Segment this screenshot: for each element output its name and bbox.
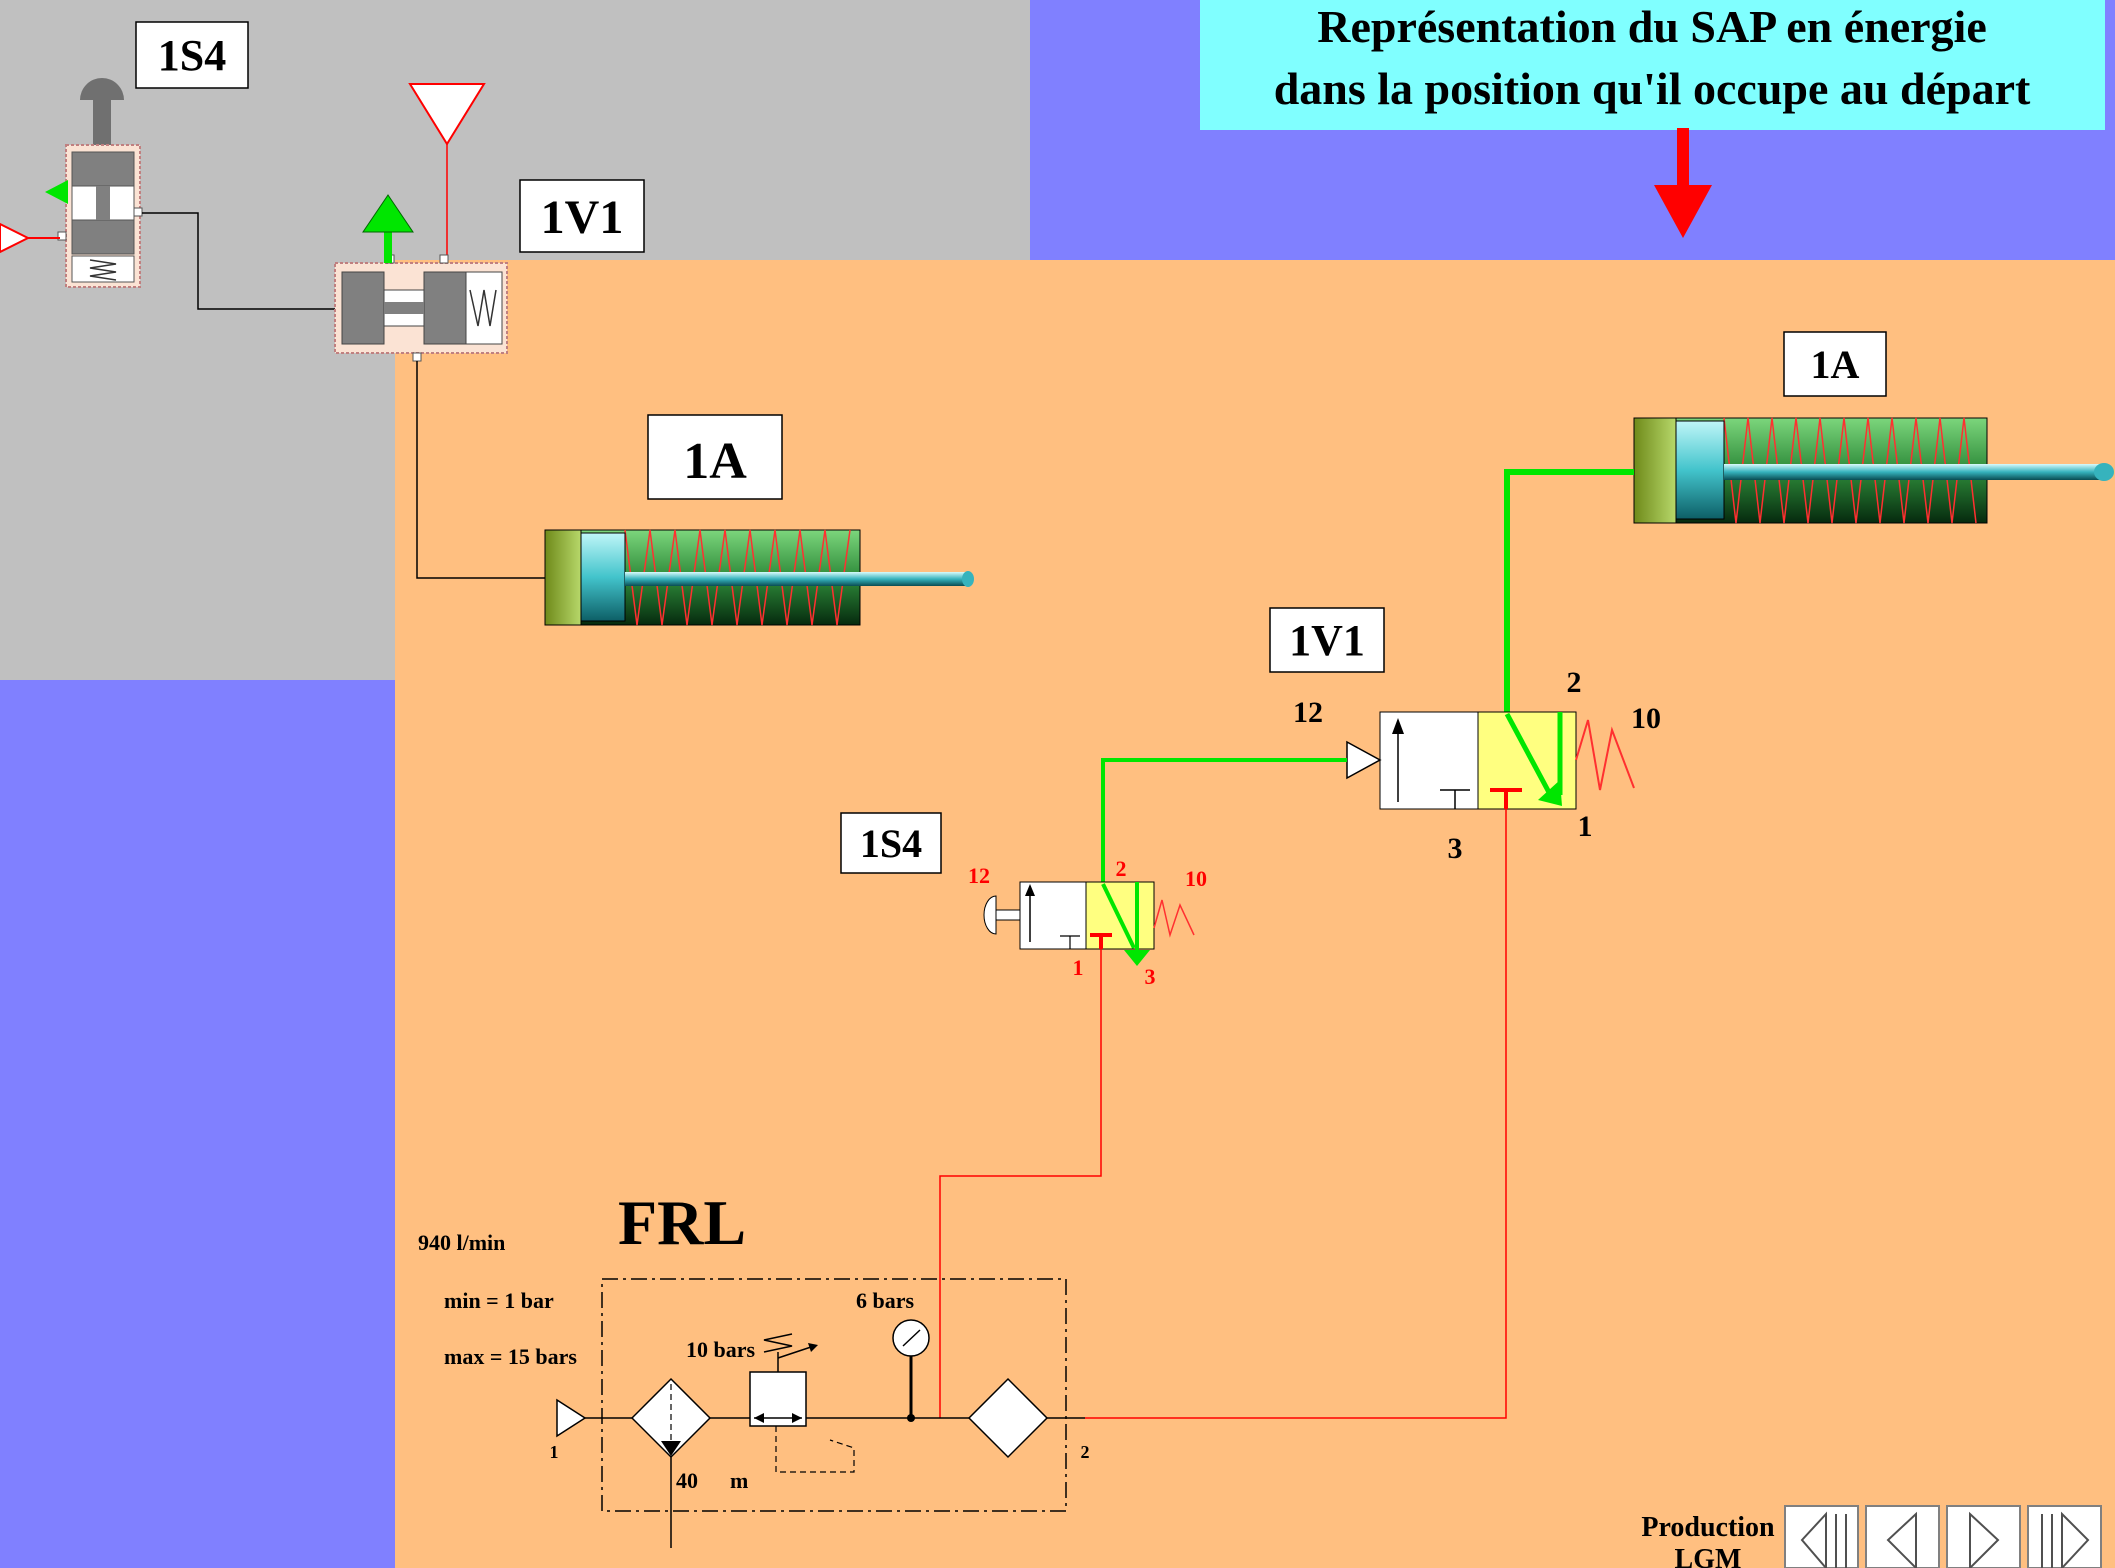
s4-main-valve [983, 881, 1195, 966]
nav-previous-button[interactable] [1865, 1505, 1940, 1568]
nav-next-button[interactable] [1946, 1505, 2021, 1568]
s4-port-10: 10 [1185, 866, 1207, 891]
v1-top-label: 1V1 [541, 191, 624, 244]
s4-top-label: 1S4 [158, 31, 226, 80]
v1-port-2: 2 [1567, 666, 1582, 699]
frl-flow: 940 l/min [418, 1230, 505, 1255]
green-exhaust-arrow-icon [45, 180, 68, 204]
supply-triangle-left-icon [0, 222, 60, 254]
v1-port-3: 3 [1448, 832, 1463, 865]
v1-port-12: 12 [1293, 696, 1323, 729]
s4-main-label-box: 1S4 [840, 812, 942, 874]
line-v1-to-cylinder-left [416, 361, 545, 579]
v1-top-label-box: 1V1 [519, 179, 645, 253]
frl-inlet-triangle-icon [556, 1398, 587, 1438]
a-left-label-box: 1A [647, 414, 783, 500]
push-button-icon [983, 895, 1021, 935]
exhaust-triangle-top-icon [408, 83, 486, 265]
v1-main-label: 1V1 [1289, 616, 1365, 665]
cylinder-left [544, 529, 974, 626]
pilot-line-top [142, 212, 335, 310]
frl-port-out: 2 [1081, 1442, 1090, 1462]
frl-port-in: 1 [550, 1442, 559, 1462]
frl-max: max = 15 bars [444, 1344, 577, 1369]
s4-port-2: 2 [1116, 856, 1127, 881]
s4-port-3: 3 [1145, 964, 1156, 989]
frl-regulator-value: 10 bars [686, 1337, 756, 1362]
v1-port-10: 10 [1631, 702, 1661, 735]
green-up-arrow-icon [362, 194, 414, 263]
frl-filter-unit: m [730, 1468, 748, 1493]
s4-top-valve [45, 78, 143, 288]
last-icon [2041, 1511, 2090, 1568]
previous-icon [1886, 1511, 1917, 1568]
frl-unit [556, 1278, 1085, 1548]
active-pilot-line [1101, 758, 1347, 882]
active-line-to-cylinder [1504, 469, 1634, 712]
production-line-1: Production [1641, 1512, 1775, 1543]
nav-last-button[interactable] [2027, 1505, 2102, 1568]
pressure-line-v1 [1085, 809, 1507, 1419]
red-down-arrow-icon [1654, 128, 1712, 238]
cylinder-right [1633, 417, 2114, 524]
v1-port-1: 1 [1578, 810, 1593, 843]
a-left-label: 1A [683, 433, 747, 490]
banner-line-2: dans la position qu'il occupe au départ [1274, 63, 2031, 114]
pressure-line-s4 [939, 949, 1102, 1418]
first-icon [1800, 1511, 1847, 1568]
s4-port-12: 12 [968, 863, 990, 888]
a-right-label-box: 1A [1783, 331, 1887, 397]
production-line-2: LGM [1675, 1544, 1742, 1568]
frl-filter-um: 40 [676, 1468, 698, 1493]
banner-line-1: Représentation du SAP en énergie [1317, 1, 1987, 52]
s4-main-label: 1S4 [860, 821, 922, 866]
s4-top-label-box: 1S4 [135, 21, 249, 89]
s4-port-1: 1 [1073, 955, 1084, 980]
lubricator-icon [967, 1377, 1049, 1459]
frl-min: min = 1 bar [444, 1288, 554, 1313]
frl-gauge-value: 6 bars [856, 1288, 915, 1313]
nav-first-button[interactable] [1784, 1505, 1859, 1568]
frl-title: FRL [618, 1187, 746, 1258]
title-banner [1200, 0, 2105, 130]
active-flow-arrow [1504, 712, 1555, 800]
next-icon [1969, 1511, 2000, 1568]
v1-top-valve [334, 254, 508, 362]
v1-main-label-box: 1V1 [1269, 607, 1385, 673]
a-right-label: 1A [1811, 342, 1860, 387]
